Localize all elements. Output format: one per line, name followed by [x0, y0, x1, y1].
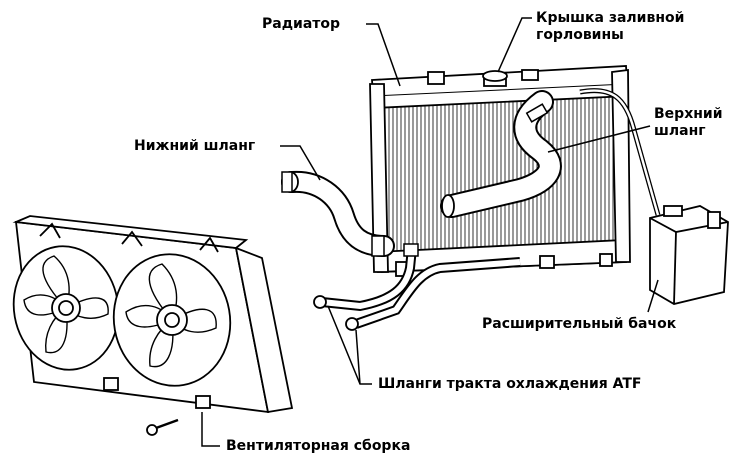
- radiator: [369, 65, 631, 277]
- label-expansion-tank: Расширительный бачок: [482, 316, 677, 332]
- fan-assembly: [12, 215, 294, 436]
- leader-lines: [201, 17, 659, 447]
- upper-hose-leader: [547, 125, 651, 153]
- fan-assembly-leader: [201, 412, 220, 447]
- filler-cap: [482, 70, 508, 87]
- upper-hose: [440, 90, 562, 218]
- label-fan-assembly: Вентиляторная сборка: [226, 438, 411, 454]
- label-atf-hoses: Шланги тракта охлаждения ATF: [378, 376, 642, 392]
- label-upper-hose: Верхний шланг: [654, 106, 723, 139]
- expansion-tank: [649, 205, 729, 305]
- lower-hose: [281, 170, 395, 257]
- radiator-leader: [366, 23, 401, 87]
- atf-hoses: [313, 243, 521, 331]
- label-radiator: Радиатор: [262, 16, 341, 32]
- filler-cap-leader: [497, 17, 532, 73]
- label-lower-hose: Нижний шланг: [134, 138, 256, 154]
- expansion-tank-leader: [647, 279, 659, 313]
- label-filler-cap: Крышка заливной горловины: [536, 10, 685, 43]
- lower-hose-leader: [280, 145, 321, 181]
- atf-leader-2: [355, 329, 361, 385]
